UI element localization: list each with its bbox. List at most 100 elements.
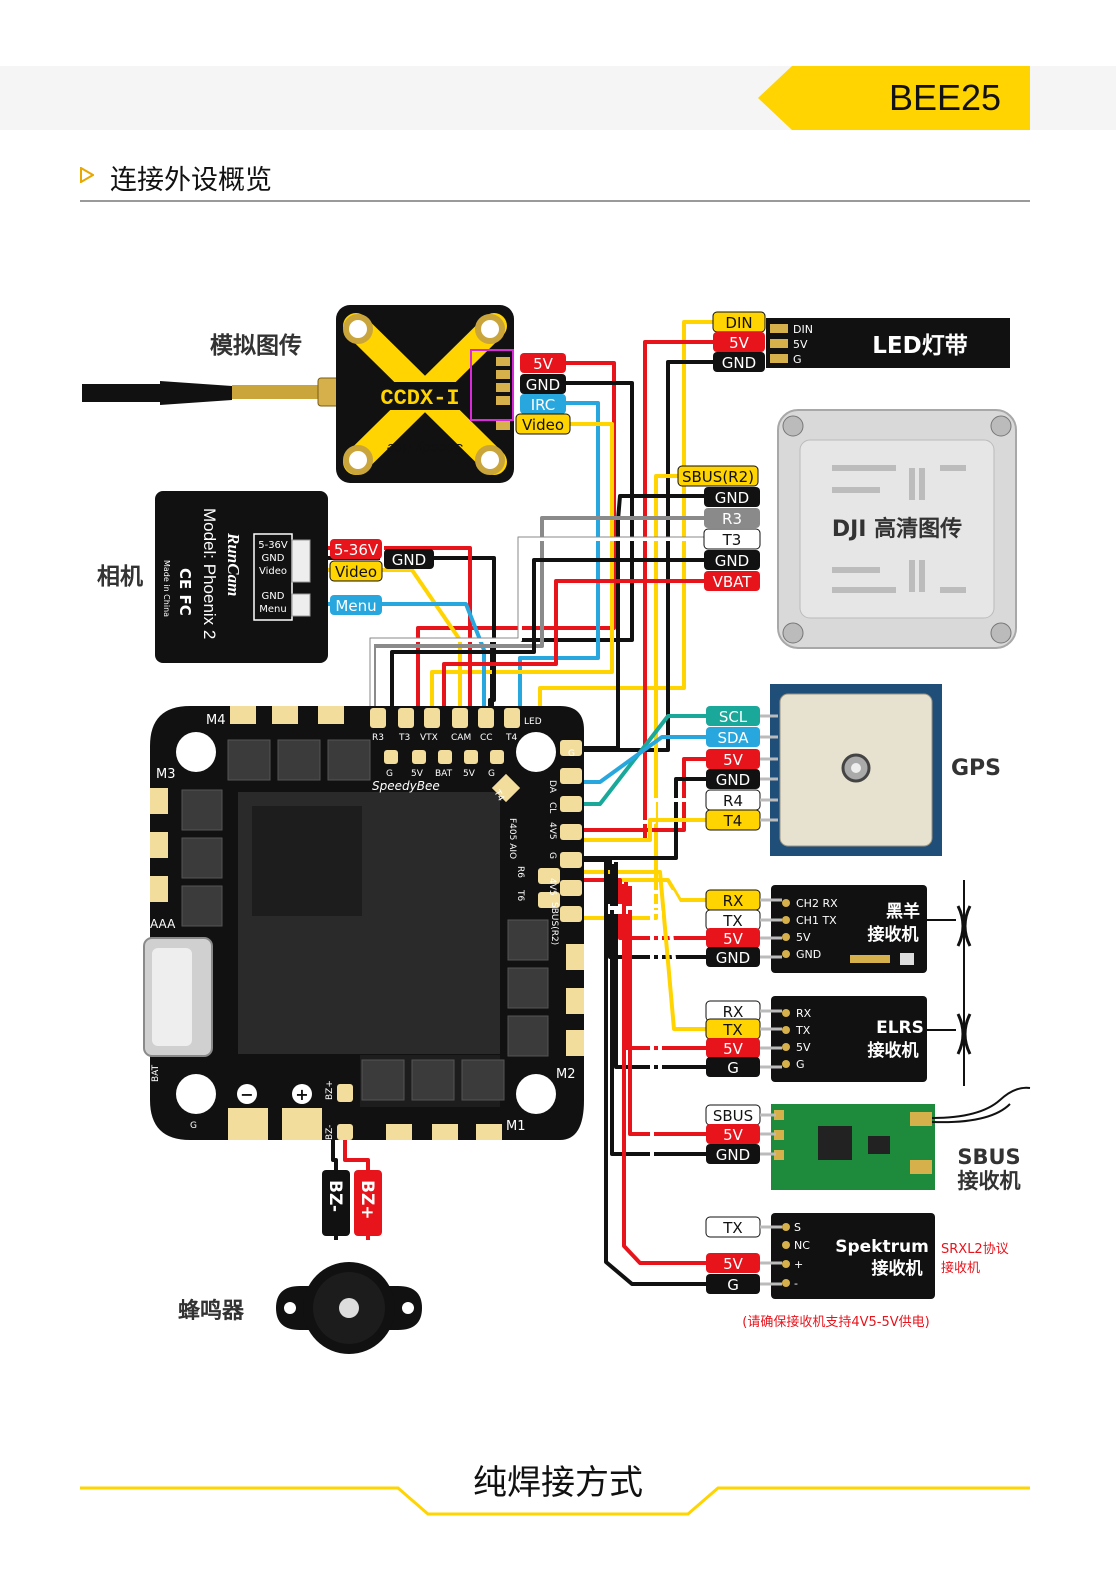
gps-pin-scl: SCL <box>719 708 748 726</box>
wire-sbus-s <box>575 910 706 1117</box>
fc-side-bzminus: BZ- <box>325 1125 335 1140</box>
camera-made-in: Made in China <box>162 560 171 617</box>
wire-gps-5v <box>570 757 706 832</box>
wire-cam-video <box>305 568 462 728</box>
rx-elrs-pin-g: G <box>727 1059 739 1077</box>
rx-elrs-pins: RX TX 5V G <box>705 1000 782 1077</box>
fc-mount-hole <box>176 732 216 772</box>
fc-pad <box>272 706 298 724</box>
fc-right-g2: G <box>547 852 557 859</box>
fc-right-pads <box>538 740 582 922</box>
rx-spk-pad <box>782 1241 790 1249</box>
vtx-title: 模拟图传 <box>210 333 302 359</box>
rx-spk-note-2: 接收机 <box>941 1260 980 1276</box>
fc-power-neg-icon <box>237 1084 257 1104</box>
fc-power-pad-neg <box>228 1108 268 1140</box>
vtx-antenna-connector <box>232 385 322 399</box>
rx-sbus-conn <box>910 1160 932 1174</box>
led-pin-gnd: GND <box>722 354 756 372</box>
buzzer: BZ- BZ+ <box>276 1170 422 1354</box>
fc-side-g: G <box>190 1121 197 1131</box>
gps-pin-sda: SDA <box>717 729 749 747</box>
fc-pad <box>150 832 168 858</box>
rx-sbus-pin-5v: 5V <box>723 1126 744 1144</box>
fc-right-sbus: SBUS(R2) <box>549 902 559 945</box>
fc-top-t3: T3 <box>398 733 410 743</box>
rx-elrs-pin-5v-tag <box>706 1038 760 1058</box>
fc-pad <box>476 1124 502 1140</box>
rx-elrs-pad <box>782 1060 790 1068</box>
vtx-pin-highlight <box>470 349 514 421</box>
rx-elrs-title-2: 接收机 <box>868 1040 919 1061</box>
rx-spk-pin-g-tag <box>706 1274 760 1294</box>
rx-spk-pad <box>782 1279 790 1287</box>
vtx-mount-hole <box>475 445 505 475</box>
fc-top-t4: T4 <box>505 733 517 743</box>
rx-spk-pin-tx: TX <box>722 1219 742 1237</box>
gps-module: GPS <box>770 684 1001 856</box>
rx-sbus-board <box>771 1104 935 1190</box>
camera-pin-gnd: GND <box>392 551 426 569</box>
rx-elrs-antenna <box>926 990 965 1086</box>
fc-t4-pad <box>491 773 521 803</box>
wire-spk-5v <box>622 884 706 1265</box>
fc-corner-m4: M4 <box>206 713 226 728</box>
dji-pin-gnd2: GND <box>715 552 749 570</box>
rx-elrs-pad <box>782 1009 790 1017</box>
fc-top-led: LED <box>524 717 542 727</box>
fc-top-cam: CAM <box>451 733 471 743</box>
vtx-chip-text: CCDX-I <box>380 386 459 411</box>
fc-pad <box>386 1124 412 1140</box>
rx-sbus-pin-5v-tag <box>706 1124 760 1144</box>
led-pins: DIN 5V GND <box>712 311 766 372</box>
led-pad-5v: 5V <box>793 338 808 351</box>
rx-spk-pad-minus: - <box>794 1277 798 1290</box>
led-pad <box>770 324 788 333</box>
wire-spk-g <box>604 862 706 1286</box>
rx-elrs-pad <box>782 1043 790 1051</box>
rx-sbus-pins: SBUS 5V GND <box>705 1104 776 1164</box>
rx-elrs-pin-g-tag <box>706 1057 760 1077</box>
rx-bs-pad <box>782 950 790 958</box>
fc-right-t6: T6 <box>515 889 525 901</box>
wire-elrs-tx <box>540 870 706 1031</box>
rx-bs-pin-gnd: GND <box>716 949 750 967</box>
vtx-pad <box>496 357 510 366</box>
rx-sbus-pad <box>774 1130 784 1140</box>
rx-bs-antenna-tip <box>956 905 972 947</box>
fc-corner-m1: M1 <box>506 1119 526 1134</box>
fc-top-cc: CC <box>480 733 493 743</box>
rx-bs-pins: RX TX 5V GND <box>705 889 782 967</box>
vtx-pin-video-tag <box>515 413 571 435</box>
rx-elrs: RX TX 5V G ELRS 接收机 <box>771 990 972 1086</box>
rx-sbus-chip <box>868 1136 890 1154</box>
fc-low-bat: BAT <box>435 769 453 779</box>
rx-bs-pin-5v: 5V <box>723 930 744 948</box>
camera-conn-gnd: GND <box>262 553 285 564</box>
rx-spk-pins: TX 5V G <box>705 1216 782 1294</box>
rx-spk-pad <box>782 1260 790 1268</box>
vtx-pin-gnd-tag <box>520 374 566 394</box>
gps-feed-center <box>851 763 861 773</box>
dji-title: DJI 高清图传 <box>832 516 962 542</box>
buzzer-mount-hole <box>402 1302 414 1314</box>
fc-brand: SpeedyBee <box>372 779 440 793</box>
camera-pin-gnd-tag <box>384 549 434 569</box>
buzzer-pin-neg: BZ- <box>325 1180 345 1212</box>
fc-pad <box>566 988 584 1014</box>
rx-elrs-pad-2: TX <box>795 1024 811 1037</box>
brand-tab <box>758 66 1030 130</box>
rx-bs-antenna <box>926 880 965 1000</box>
rx-spektrum: S NC + - Spektrum 接收机 SRXL2协议 接收机 <box>771 1213 1009 1299</box>
led-strip: DIN 5V G LED灯带 <box>766 318 1010 368</box>
wire-vtx-irc <box>518 401 600 728</box>
buzzer-pos-sleeve <box>354 1170 382 1236</box>
rx-sbus-pad <box>774 1150 784 1160</box>
camera-pins: 5-36V GND Video Menu <box>329 539 434 615</box>
gps-pin-5v-tag <box>706 749 760 769</box>
flight-controller: − + M4 M3 M2 M1 SpeedyBee R3 T3 VTX CAM … <box>143 706 584 1140</box>
rx-sbus-pin-gnd: GND <box>716 1146 750 1164</box>
dji-pin-t3-tag <box>703 528 761 550</box>
wire-dji-vbat <box>442 579 704 728</box>
